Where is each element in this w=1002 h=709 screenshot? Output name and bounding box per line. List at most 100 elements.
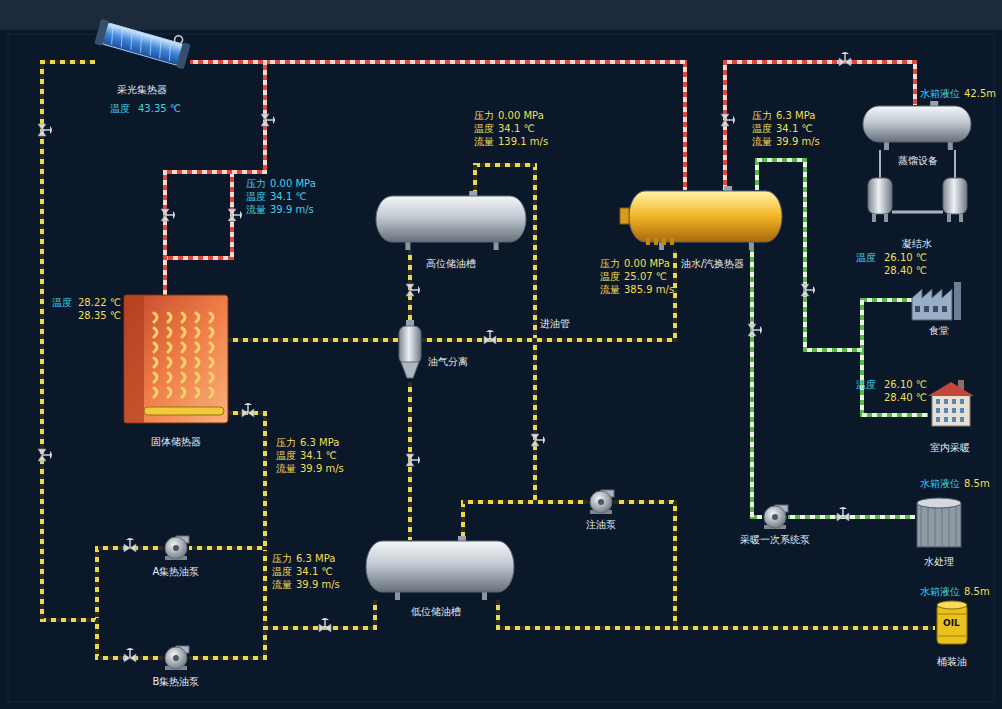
pipe-dash bbox=[757, 160, 928, 415]
equipment-illustration bbox=[124, 295, 228, 423]
reading-key: 水箱液位 bbox=[920, 478, 960, 490]
reading-key: 压力 bbox=[600, 258, 620, 270]
equipment-node: 注油泵 bbox=[588, 490, 614, 514]
pipe-connector bbox=[189, 548, 375, 628]
reading-key: 进油管 bbox=[540, 318, 570, 330]
reading-value: 0.00 MPa bbox=[498, 110, 544, 122]
reading-value: 34.1 ℃ bbox=[270, 191, 307, 203]
top-bar bbox=[0, 0, 1002, 30]
pipe-connector bbox=[189, 413, 265, 548]
valve-symbol bbox=[748, 324, 762, 336]
equipment-illustration bbox=[163, 646, 189, 670]
equipment-node: 水处理 bbox=[915, 497, 963, 549]
equipment-caption: 低位储油槽 bbox=[411, 606, 461, 618]
pipe-body bbox=[189, 600, 375, 658]
reading-key: 流量 bbox=[272, 579, 292, 591]
reading-value: 28.35 ℃ bbox=[78, 310, 121, 322]
pipe-dash bbox=[189, 600, 375, 658]
equipment-node: 采暖一次系统泵 bbox=[762, 505, 788, 529]
reading-key: 流量 bbox=[600, 284, 620, 296]
equipment-illustration bbox=[928, 378, 972, 426]
pipe-dash bbox=[189, 548, 375, 628]
reading-key: 压力 bbox=[272, 553, 292, 565]
reading-value: 6.3 MPa bbox=[296, 553, 335, 565]
reading-value: 139.1 m/s bbox=[498, 136, 548, 148]
equipment-node: 高位储油槽 bbox=[375, 195, 527, 250]
pipe-dash bbox=[189, 413, 265, 548]
reading-value: 26.10 ℃ bbox=[884, 252, 927, 264]
pipe-body bbox=[422, 250, 675, 340]
reading-value: 39.9 m/s bbox=[296, 579, 340, 591]
reading-key: 温度 bbox=[752, 123, 772, 135]
equipment-node: A集热油泵 bbox=[163, 536, 189, 560]
equipment-node: 低位储油槽 bbox=[365, 540, 515, 600]
equipment-caption: 蒸馏设备 bbox=[898, 155, 938, 167]
reading-key: 流量 bbox=[752, 136, 772, 148]
reading-value: 25.07 ℃ bbox=[624, 271, 667, 283]
pipe-body bbox=[752, 250, 762, 517]
pipe-body bbox=[757, 160, 928, 415]
reading-key: 压力 bbox=[752, 110, 772, 122]
pipe-body bbox=[189, 548, 375, 628]
reading-value: 8.5m bbox=[964, 586, 990, 598]
pipe-body bbox=[228, 338, 398, 342]
pipe-connector bbox=[757, 160, 928, 415]
pipe-connector bbox=[463, 502, 588, 540]
equipment-caption: 水处理 bbox=[924, 556, 954, 568]
equipment-illustration bbox=[762, 505, 788, 529]
reading-key: 温度 bbox=[272, 566, 292, 578]
equipment-caption: 油气分离 bbox=[428, 356, 468, 368]
reading-key: 水箱液位 bbox=[920, 586, 960, 598]
equipment-caption: 高位储油槽 bbox=[426, 258, 476, 270]
equipment-caption: A集热油泵 bbox=[153, 566, 200, 578]
equipment-illustration bbox=[398, 322, 422, 382]
reading-key: 凝结水 bbox=[902, 238, 932, 250]
valve-symbol bbox=[406, 284, 420, 296]
equipment-node: 采光集热器 bbox=[95, 18, 190, 70]
equipment-illustration bbox=[628, 190, 783, 250]
equipment-caption: 注油泵 bbox=[586, 519, 616, 531]
equipment-node: 蒸馏设备 bbox=[862, 105, 972, 150]
reading-value: 28.22 ℃ bbox=[78, 297, 121, 309]
reading-value: 39.9 m/s bbox=[300, 463, 344, 475]
equipment-illustration bbox=[588, 490, 614, 514]
valve-symbol bbox=[531, 434, 545, 446]
equipment-illustration bbox=[375, 195, 527, 250]
reading-key: 流量 bbox=[246, 204, 266, 216]
reading-key: 流量 bbox=[474, 136, 494, 148]
red-pipe-loop bbox=[165, 172, 232, 258]
reading-value: 34.1 ℃ bbox=[296, 566, 333, 578]
reading-value: 39.9 m/s bbox=[776, 136, 820, 148]
reading-key: 温度 bbox=[856, 379, 876, 391]
pipe-body bbox=[498, 600, 935, 628]
equipment-caption: 桶装油 bbox=[937, 656, 967, 668]
valve-symbol bbox=[721, 114, 735, 126]
reading-key: 温度 bbox=[110, 103, 130, 115]
reading-value: 34.1 ℃ bbox=[776, 123, 813, 135]
pipe-dash bbox=[498, 600, 935, 628]
valve-symbol bbox=[839, 52, 851, 66]
pipe-body bbox=[788, 515, 915, 519]
pipe-body bbox=[614, 502, 935, 628]
reading-key: 温度 bbox=[474, 123, 494, 135]
equipment-caption: 食堂 bbox=[929, 325, 949, 337]
equipment-caption: 采光集热器 bbox=[117, 84, 167, 96]
valve-symbol bbox=[161, 209, 175, 221]
equipment-caption: 油水/汽换热器 bbox=[681, 258, 744, 270]
pipe-body bbox=[463, 502, 588, 540]
valve-symbol bbox=[801, 284, 815, 296]
valve-symbol bbox=[38, 449, 52, 461]
pipe-connector bbox=[498, 600, 935, 628]
reading-key: 温度 bbox=[246, 191, 266, 203]
equipment-caption: 采暖一次系统泵 bbox=[740, 534, 810, 546]
reading-value: 0.00 MPa bbox=[624, 258, 670, 270]
reading-key: 温度 bbox=[856, 252, 876, 264]
pipe-body bbox=[189, 413, 265, 548]
equipment-illustration bbox=[163, 536, 189, 560]
equipment-illustration bbox=[862, 105, 972, 150]
reading-value: 42.5m bbox=[964, 88, 996, 100]
equipment-node: B集热油泵 bbox=[163, 646, 189, 670]
reading-value: 34.1 ℃ bbox=[300, 450, 337, 462]
equipment-illustration bbox=[912, 280, 967, 320]
